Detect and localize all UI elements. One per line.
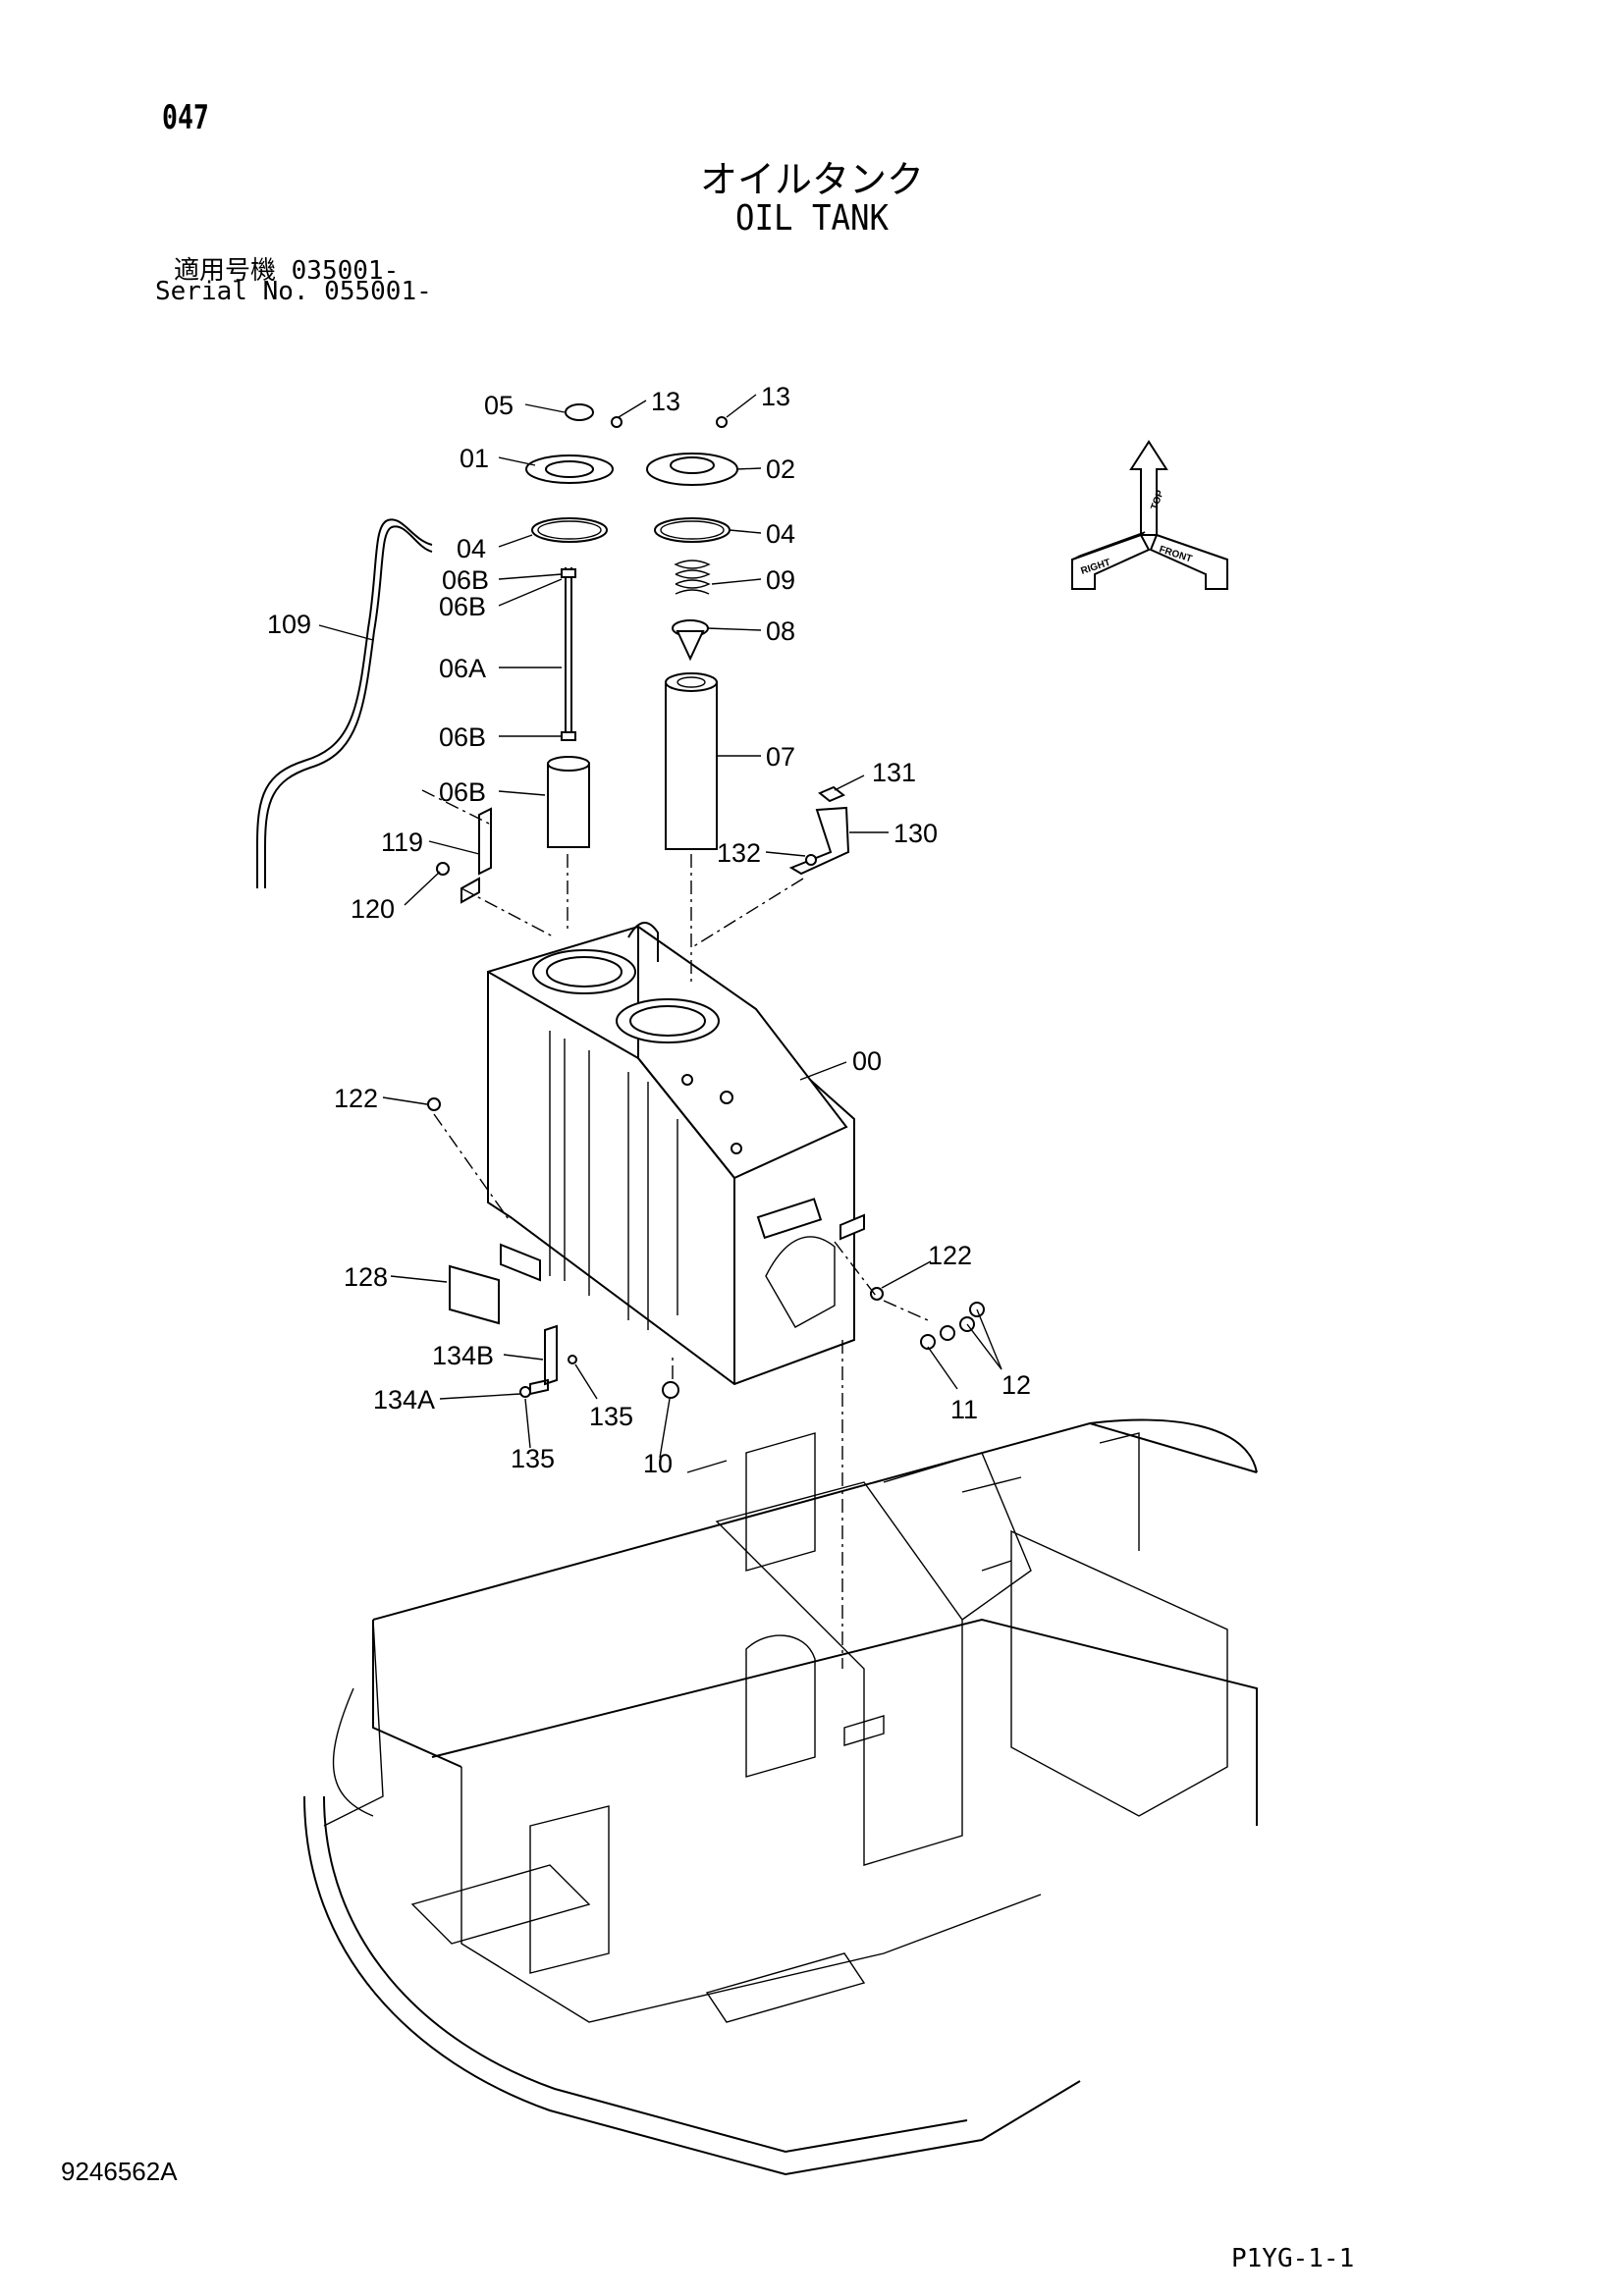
callout-13b: 13 — [761, 382, 790, 411]
oil-tank — [487, 922, 865, 1386]
assembly-lines — [421, 789, 929, 1669]
callout-13a: 13 — [651, 387, 680, 416]
pad-128 — [449, 1264, 500, 1325]
callout-08: 08 — [766, 616, 795, 646]
callout-02: 02 — [766, 454, 795, 484]
callout-119: 119 — [381, 828, 423, 857]
callout-134b: 134B — [432, 1341, 494, 1370]
callout-132: 132 — [717, 838, 761, 868]
applicable-serial-en: Serial No. 055001- — [155, 277, 432, 306]
callout-09: 09 — [766, 565, 795, 595]
drawing-number: 9246562A — [61, 2157, 178, 2186]
callout-06b-d: 06B — [439, 777, 486, 807]
callout-12: 12 — [1001, 1370, 1031, 1400]
bracket-134b — [529, 1324, 558, 1396]
bracket-130 — [788, 806, 850, 876]
callout-05: 05 — [484, 391, 514, 420]
callout-06b-a: 06B — [442, 565, 489, 595]
callout-06b-c: 06B — [439, 722, 486, 752]
callout-00: 00 — [852, 1046, 882, 1076]
upperstructure-frame — [303, 1418, 1258, 2176]
callout-11: 11 — [950, 1395, 978, 1424]
page-number: 047 — [162, 98, 209, 137]
callout-130: 130 — [893, 819, 938, 848]
callout-131: 131 — [872, 758, 916, 787]
leader-lines — [318, 394, 1002, 1459]
applicable-serial-jp: 適用号機 035001- — [174, 256, 400, 286]
plate-131 — [818, 785, 845, 803]
callout-07: 07 — [766, 742, 795, 772]
callout-122b: 122 — [928, 1241, 972, 1270]
part-callouts: 05 13 13 01 02 04 04 06B 06B 09 109 08 0… — [267, 382, 1031, 1478]
callout-06b-b: 06B — [439, 592, 486, 621]
filter-assembly — [525, 403, 614, 848]
hose-109 — [256, 518, 433, 888]
callout-109: 109 — [267, 610, 311, 639]
orientation-indicator: TOP RIGHT FRONT — [1071, 440, 1228, 590]
callout-06a: 06A — [439, 654, 486, 683]
callout-135b: 135 — [511, 1444, 555, 1473]
callout-10: 10 — [643, 1449, 673, 1478]
callout-122a: 122 — [334, 1084, 378, 1113]
callout-04a: 04 — [457, 534, 486, 563]
page-title-english: OIL TANK — [734, 198, 890, 239]
callout-135a: 135 — [589, 1402, 633, 1431]
callout-128: 128 — [344, 1262, 388, 1292]
page-reference: P1YG-1-1 — [1231, 2244, 1355, 2273]
callout-01: 01 — [460, 444, 489, 473]
callout-134a: 134A — [373, 1385, 435, 1415]
callout-04b: 04 — [766, 519, 795, 549]
strainer-assembly — [646, 453, 738, 850]
callout-120: 120 — [351, 894, 395, 924]
page-title-japanese: オイルタンク — [699, 158, 924, 201]
